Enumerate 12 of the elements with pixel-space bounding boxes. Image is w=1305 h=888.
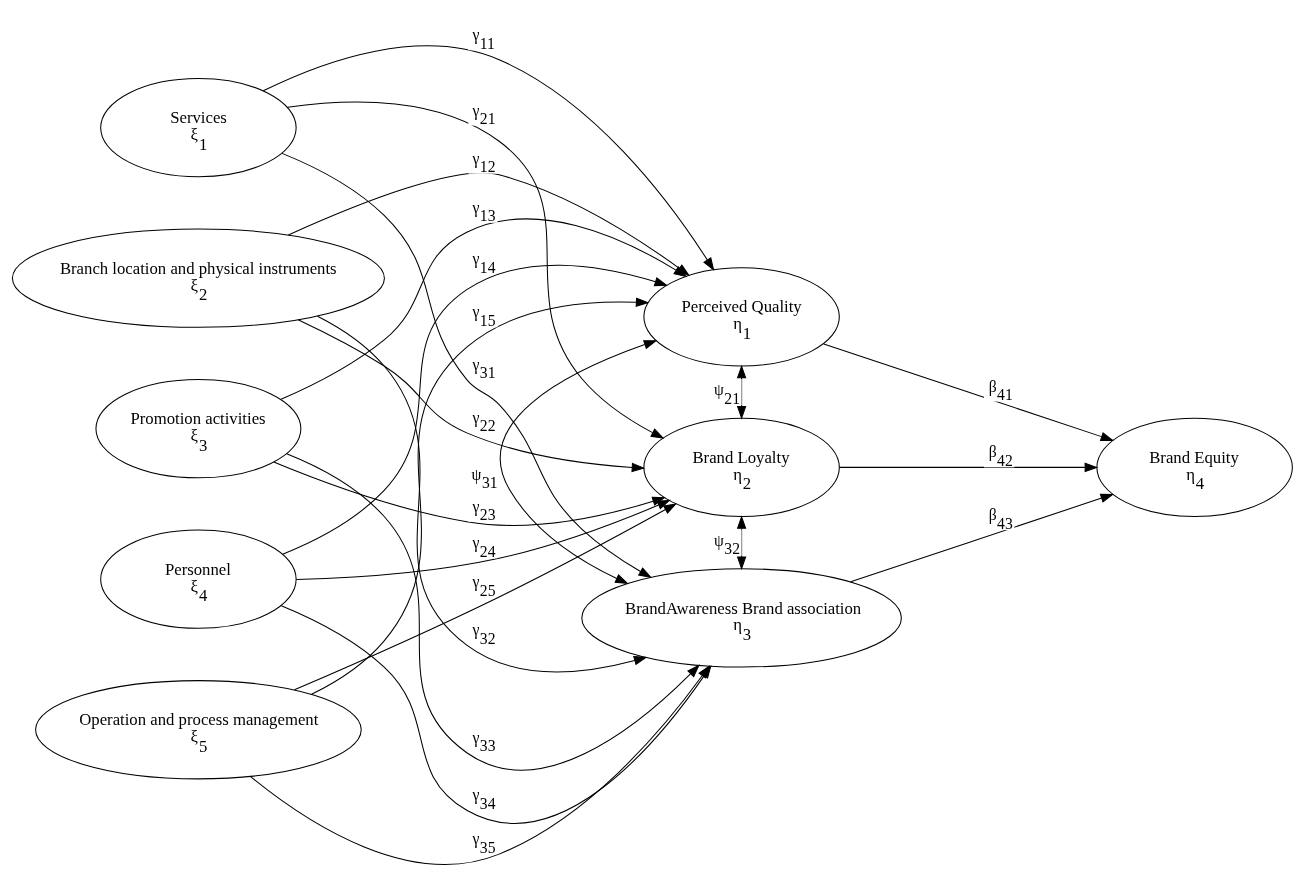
arrow [282,264,669,555]
arrow [286,100,665,439]
arrow [850,493,1115,582]
arrow [293,502,678,690]
arrow [823,342,1115,441]
arrow [297,318,646,472]
arrow [262,45,715,271]
arrow [286,452,700,771]
arrow [281,152,653,578]
arrow [295,499,671,580]
arrow [838,462,1099,472]
arrow [499,339,658,584]
